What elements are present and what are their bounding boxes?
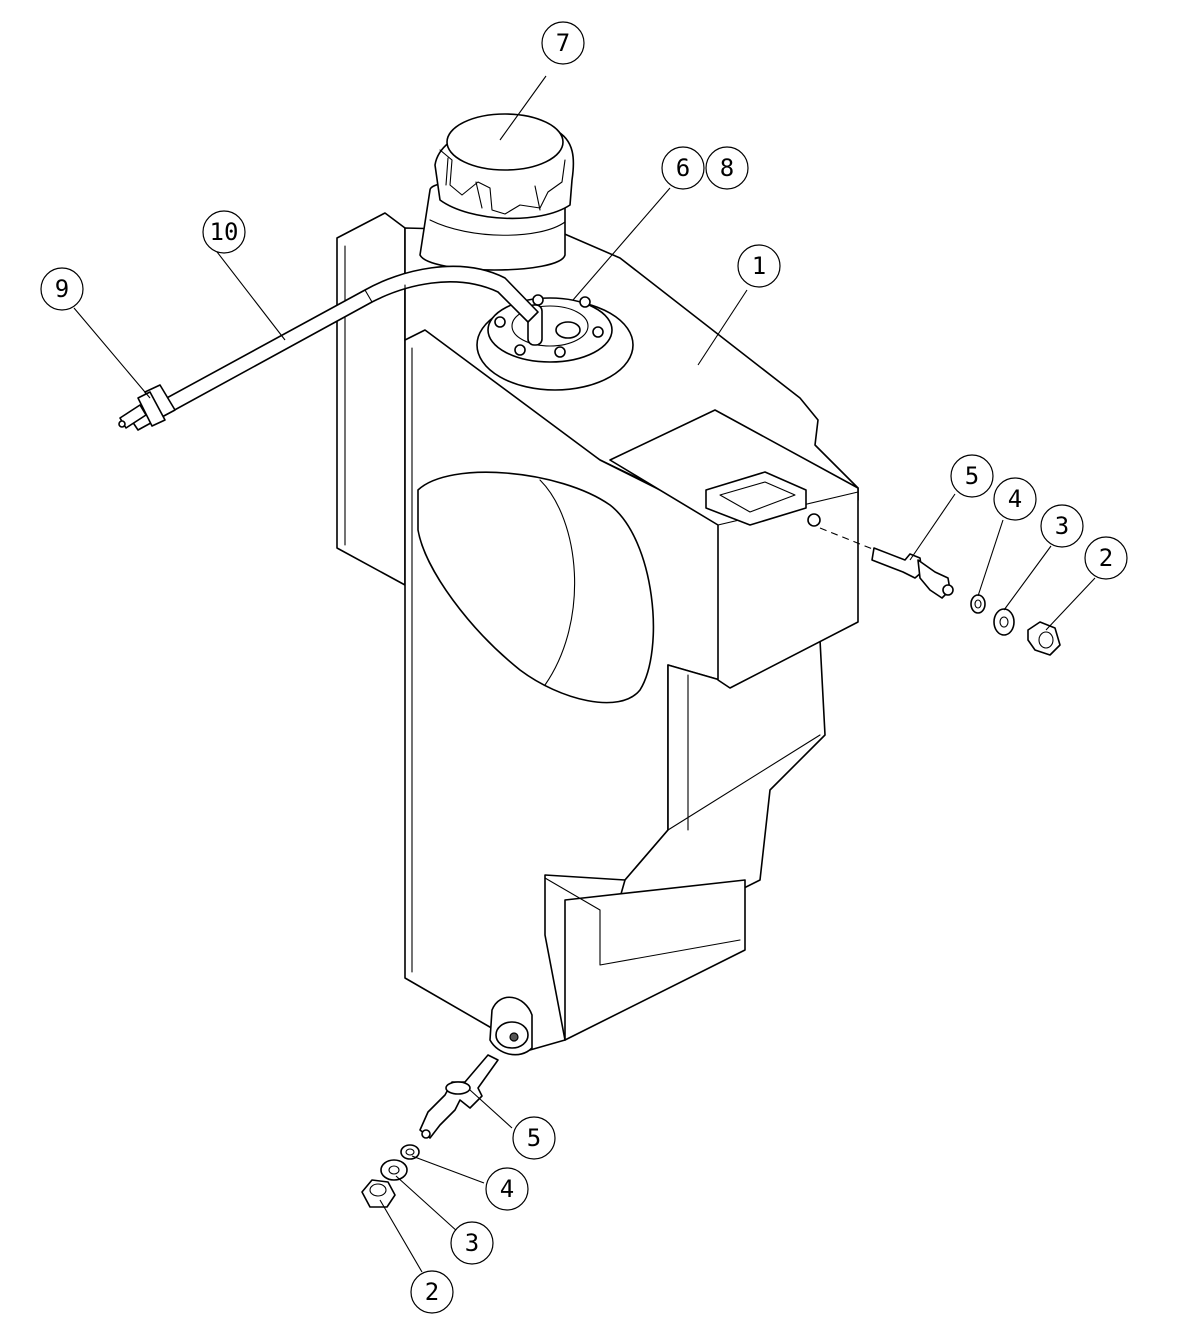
callout-4-bottom: 4 bbox=[485, 1167, 529, 1211]
callout-label: 5 bbox=[965, 462, 979, 490]
bottom-hex-nut bbox=[361, 1179, 396, 1208]
right-fitting-stack bbox=[819, 527, 1061, 656]
callout-5-right: 5 bbox=[950, 454, 994, 498]
bottom-fitting bbox=[419, 1054, 499, 1139]
callout-8: 8 bbox=[705, 146, 749, 190]
callout-label: 8 bbox=[720, 154, 734, 182]
callout-2-right: 2 bbox=[1084, 536, 1128, 580]
bottom-flat-washer bbox=[380, 1159, 408, 1181]
right-seal-washer bbox=[970, 594, 986, 614]
callout-label: 4 bbox=[500, 1175, 514, 1203]
callout-2-bottom: 2 bbox=[410, 1270, 454, 1314]
fuel-cap bbox=[434, 113, 575, 220]
callout-1: 1 bbox=[737, 244, 781, 288]
callout-9: 9 bbox=[40, 267, 84, 311]
leader-lines bbox=[73, 75, 1096, 1273]
callout-label: 1 bbox=[752, 252, 766, 280]
bottom-seal-washer bbox=[400, 1144, 420, 1160]
callout-3-right: 3 bbox=[1040, 504, 1084, 548]
callout-3-bottom: 3 bbox=[450, 1221, 494, 1265]
vent-hose bbox=[129, 265, 539, 431]
callout-label: 4 bbox=[1008, 485, 1022, 513]
callout-label: 6 bbox=[676, 154, 690, 182]
bottom-fitting-stack bbox=[361, 1054, 499, 1208]
callout-label: 5 bbox=[527, 1124, 541, 1152]
callout-label: 3 bbox=[465, 1229, 479, 1257]
right-flat-washer bbox=[993, 608, 1015, 636]
callout-label: 7 bbox=[556, 29, 570, 57]
callout-6: 6 bbox=[661, 146, 705, 190]
callout-4-right: 4 bbox=[993, 477, 1037, 521]
callout-label: 10 bbox=[210, 218, 239, 246]
hose-fitting bbox=[118, 384, 176, 429]
callout-label: 2 bbox=[1099, 544, 1113, 572]
callout-label: 3 bbox=[1055, 512, 1069, 540]
callout-10: 10 bbox=[202, 210, 246, 254]
callout-label: 2 bbox=[425, 1278, 439, 1306]
right-hex-nut bbox=[1027, 621, 1061, 656]
callout-7: 7 bbox=[541, 21, 585, 65]
callout-5-bottom: 5 bbox=[512, 1116, 556, 1160]
callout-label: 9 bbox=[55, 275, 69, 303]
